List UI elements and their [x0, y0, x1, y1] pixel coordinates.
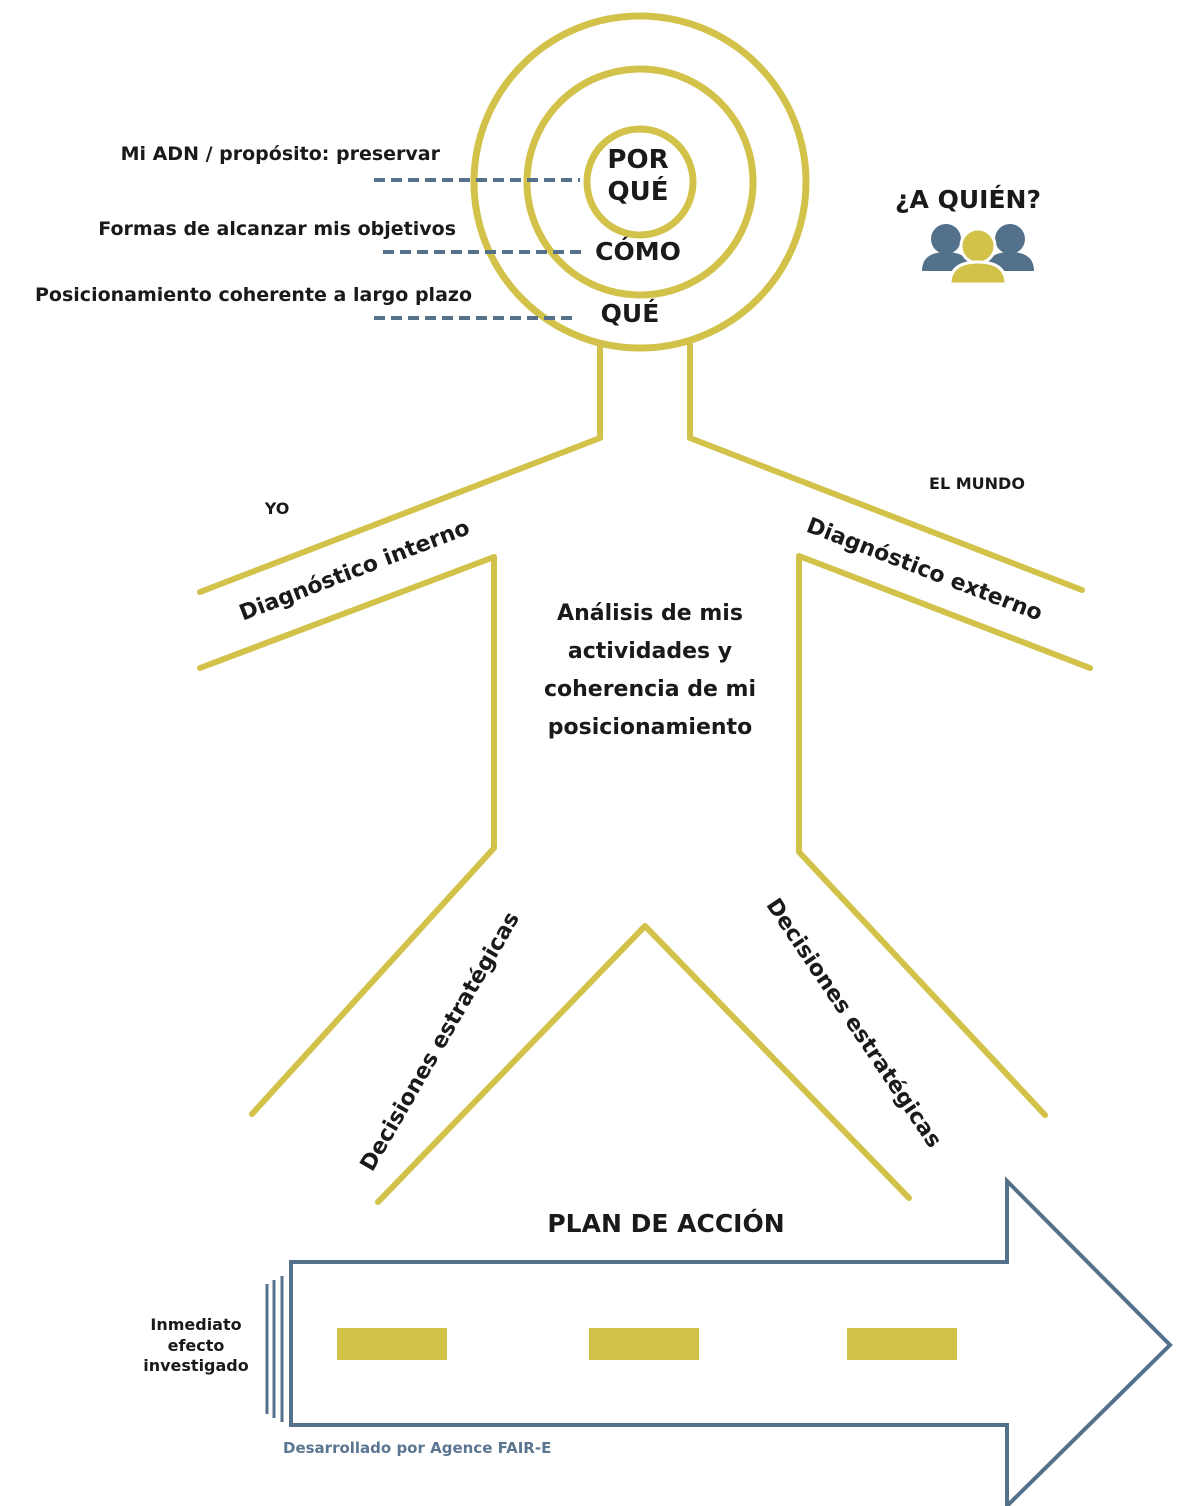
plan-roof — [375, 923, 912, 1205]
inner-ring-por-que — [583, 125, 697, 239]
outer-ring-que — [470, 12, 810, 352]
el-mundo-label: EL MUNDO — [929, 474, 1025, 493]
center-line-1: Análisis de mis — [557, 601, 743, 626]
plan-arrow — [265, 1176, 1173, 1506]
left-lower-arm-body — [197, 554, 497, 1117]
plan-de-accion-title: PLAN DE ACCIÓN — [547, 1208, 784, 1238]
center-line-3: coherencia de mi — [544, 677, 756, 702]
left-neck-upper-arm — [197, 342, 603, 595]
credit-text: Desarrollado por Agence FAIR-E — [283, 1439, 551, 1457]
plan-step-2 — [589, 1328, 699, 1360]
arrow-outline — [289, 1176, 1173, 1506]
como-label: CÓMO — [595, 236, 681, 266]
people-group-icon — [922, 224, 1034, 286]
adn-label: Mi ADN / propósito: preservar — [121, 143, 441, 165]
right-lower-arm-body — [796, 553, 1093, 1118]
center-line-2: actividades y — [568, 639, 732, 664]
right-neck-upper-arm — [687, 342, 1085, 593]
plan-step-3 — [847, 1328, 957, 1360]
timeline-label-1: Inmediato — [150, 1315, 241, 1334]
center-line-4: posicionamiento — [548, 715, 752, 740]
por-que-line2: QUÉ — [608, 175, 669, 207]
body-outline — [197, 342, 1093, 1205]
que-label: QUÉ — [601, 299, 660, 328]
por-que-line1: POR — [607, 145, 668, 175]
formas-label: Formas de alcanzar mis objetivos — [98, 218, 456, 240]
a-quien-label: ¿A QUIÉN? — [895, 185, 1041, 214]
timeline-label-2: efecto — [168, 1336, 225, 1355]
posicionamiento-label: Posicionamiento coherente a largo plazo — [35, 284, 472, 306]
yo-label: YO — [264, 499, 290, 518]
dashed-leaders — [374, 178, 585, 320]
plan-step-1 — [337, 1328, 447, 1360]
center-analysis-text: Análisis de mis actividades y coherencia… — [544, 601, 756, 740]
head-target — [470, 12, 810, 352]
decisiones-right-label: Decisiones estratégicas — [761, 894, 947, 1152]
timeline-label-3: investigado — [143, 1356, 249, 1375]
